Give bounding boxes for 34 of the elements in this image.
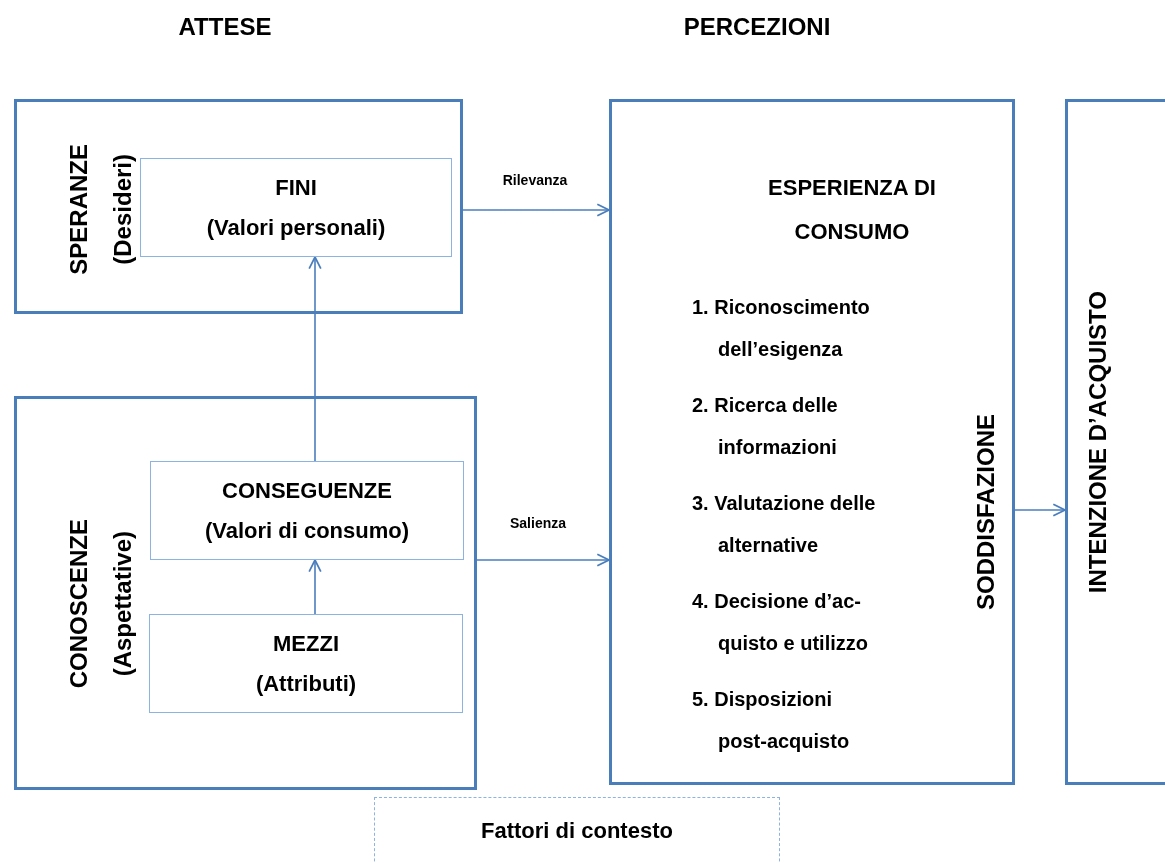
concept-box bbox=[149, 614, 463, 713]
concept-subtitle: (Valori personali) bbox=[206, 213, 386, 242]
concept-title: MEZZI bbox=[273, 629, 339, 658]
concept-subtitle: (Valori di consumo) bbox=[204, 516, 410, 545]
concept-box bbox=[150, 461, 464, 560]
arrow bbox=[1014, 503, 1066, 517]
group-title: SPERANZE bbox=[64, 144, 93, 275]
step-item: 1. Riconoscimento dell’esigenza bbox=[692, 295, 871, 362]
concept-subtitle: (Attributi) bbox=[255, 669, 357, 698]
concept-box bbox=[140, 158, 452, 257]
group-box bbox=[14, 99, 463, 314]
vertical-label: INTENZIONE D’ACQUISTO bbox=[1083, 290, 1112, 594]
concept-title: CONSEGUENZE bbox=[222, 476, 392, 505]
step-item: 2. Ricerca delle informazioni bbox=[692, 393, 839, 460]
column-heading: PERCEZIONI bbox=[683, 12, 831, 42]
group-subtitle: (Desideri) bbox=[108, 154, 137, 265]
column-heading: ATTESE bbox=[178, 12, 272, 42]
group-subtitle: (Aspettative) bbox=[108, 531, 137, 677]
arrow bbox=[462, 203, 610, 217]
concept-title: FINI bbox=[275, 173, 317, 202]
arrow bbox=[308, 256, 322, 462]
group-box bbox=[14, 396, 477, 790]
step-item: 4. Decisione d’ac-quisto e utilizzo bbox=[692, 589, 869, 656]
group-title: CONOSCENZE bbox=[64, 519, 93, 689]
arrow bbox=[476, 553, 610, 567]
outcome-box bbox=[1065, 99, 1165, 785]
panel-title: ESPERIENZA DI CONSUMO bbox=[767, 174, 937, 246]
context-box bbox=[374, 797, 780, 863]
step-item: 5. Disposizioni post-acquisto bbox=[692, 687, 851, 754]
context-label: Fattori di contesto bbox=[481, 817, 673, 845]
vertical-label: SODDISFAZIONE bbox=[971, 414, 1000, 610]
step-item: 3. Valutazione delle alternative bbox=[692, 491, 876, 558]
process-panel bbox=[609, 99, 1015, 785]
arrow bbox=[308, 559, 322, 615]
